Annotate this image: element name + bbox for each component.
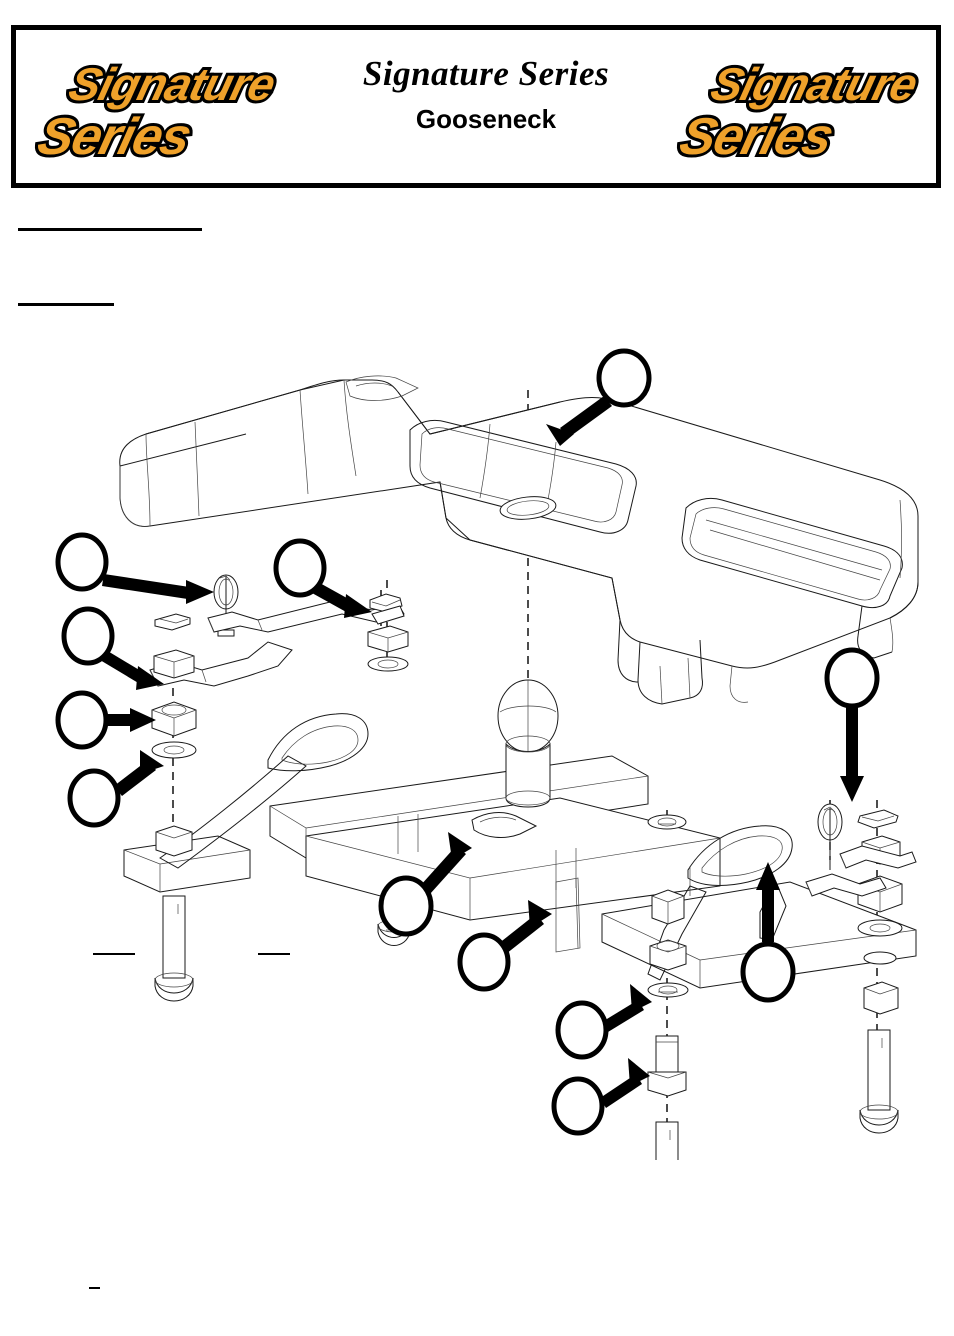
signature-series-logo-left: Signature Series: [34, 38, 294, 178]
safety-label-part: [555, 877, 581, 953]
hardware-stack-left-lower: [149, 641, 293, 1002]
callout-leader-arrows: [100, 396, 864, 1108]
gooseneck-exploded-diagram: [0, 330, 954, 1160]
svg-text:Series: Series: [34, 108, 197, 166]
callout-10[interactable]: [740, 941, 796, 1003]
callout-8[interactable]: [378, 875, 434, 937]
blank-label-rule-a: [93, 953, 135, 955]
blank-label-rule-b: [258, 953, 290, 955]
callout-11[interactable]: [555, 1000, 609, 1060]
page-subtitle: Gooseneck: [415, 104, 557, 134]
blank-label-rule-footer: [89, 1287, 100, 1289]
callout-1[interactable]: [596, 348, 652, 408]
page-title: Signature Series: [362, 54, 610, 93]
header-center-titles: Signature Series Gooseneck: [316, 52, 656, 136]
svg-text:Signature: Signature: [64, 59, 280, 110]
header-banner: Signature Series Signature Series Goosen…: [11, 25, 941, 188]
signature-series-logo-right: Signature Series: [676, 38, 936, 178]
callout-5[interactable]: [55, 690, 109, 750]
hardware-stack-center-right: [647, 814, 689, 1160]
callout-4[interactable]: [61, 606, 115, 666]
svg-text:Signature: Signature: [706, 59, 922, 110]
callout-3[interactable]: [273, 538, 327, 598]
gooseneck-cover-part: [119, 375, 919, 705]
blank-label-rule-title: [18, 228, 202, 231]
hardware-stack-right-upper: [805, 803, 917, 1134]
callout-9[interactable]: [457, 932, 511, 992]
callout-6[interactable]: [67, 768, 121, 828]
callout-12[interactable]: [551, 1076, 605, 1136]
svg-text:Series: Series: [676, 108, 839, 166]
callout-7[interactable]: [824, 647, 880, 709]
callout-number-circles: [55, 348, 880, 1136]
callout-2[interactable]: [55, 532, 109, 592]
blank-label-rule-subtitle: [18, 303, 114, 306]
hitch-ball-part: [497, 679, 559, 808]
